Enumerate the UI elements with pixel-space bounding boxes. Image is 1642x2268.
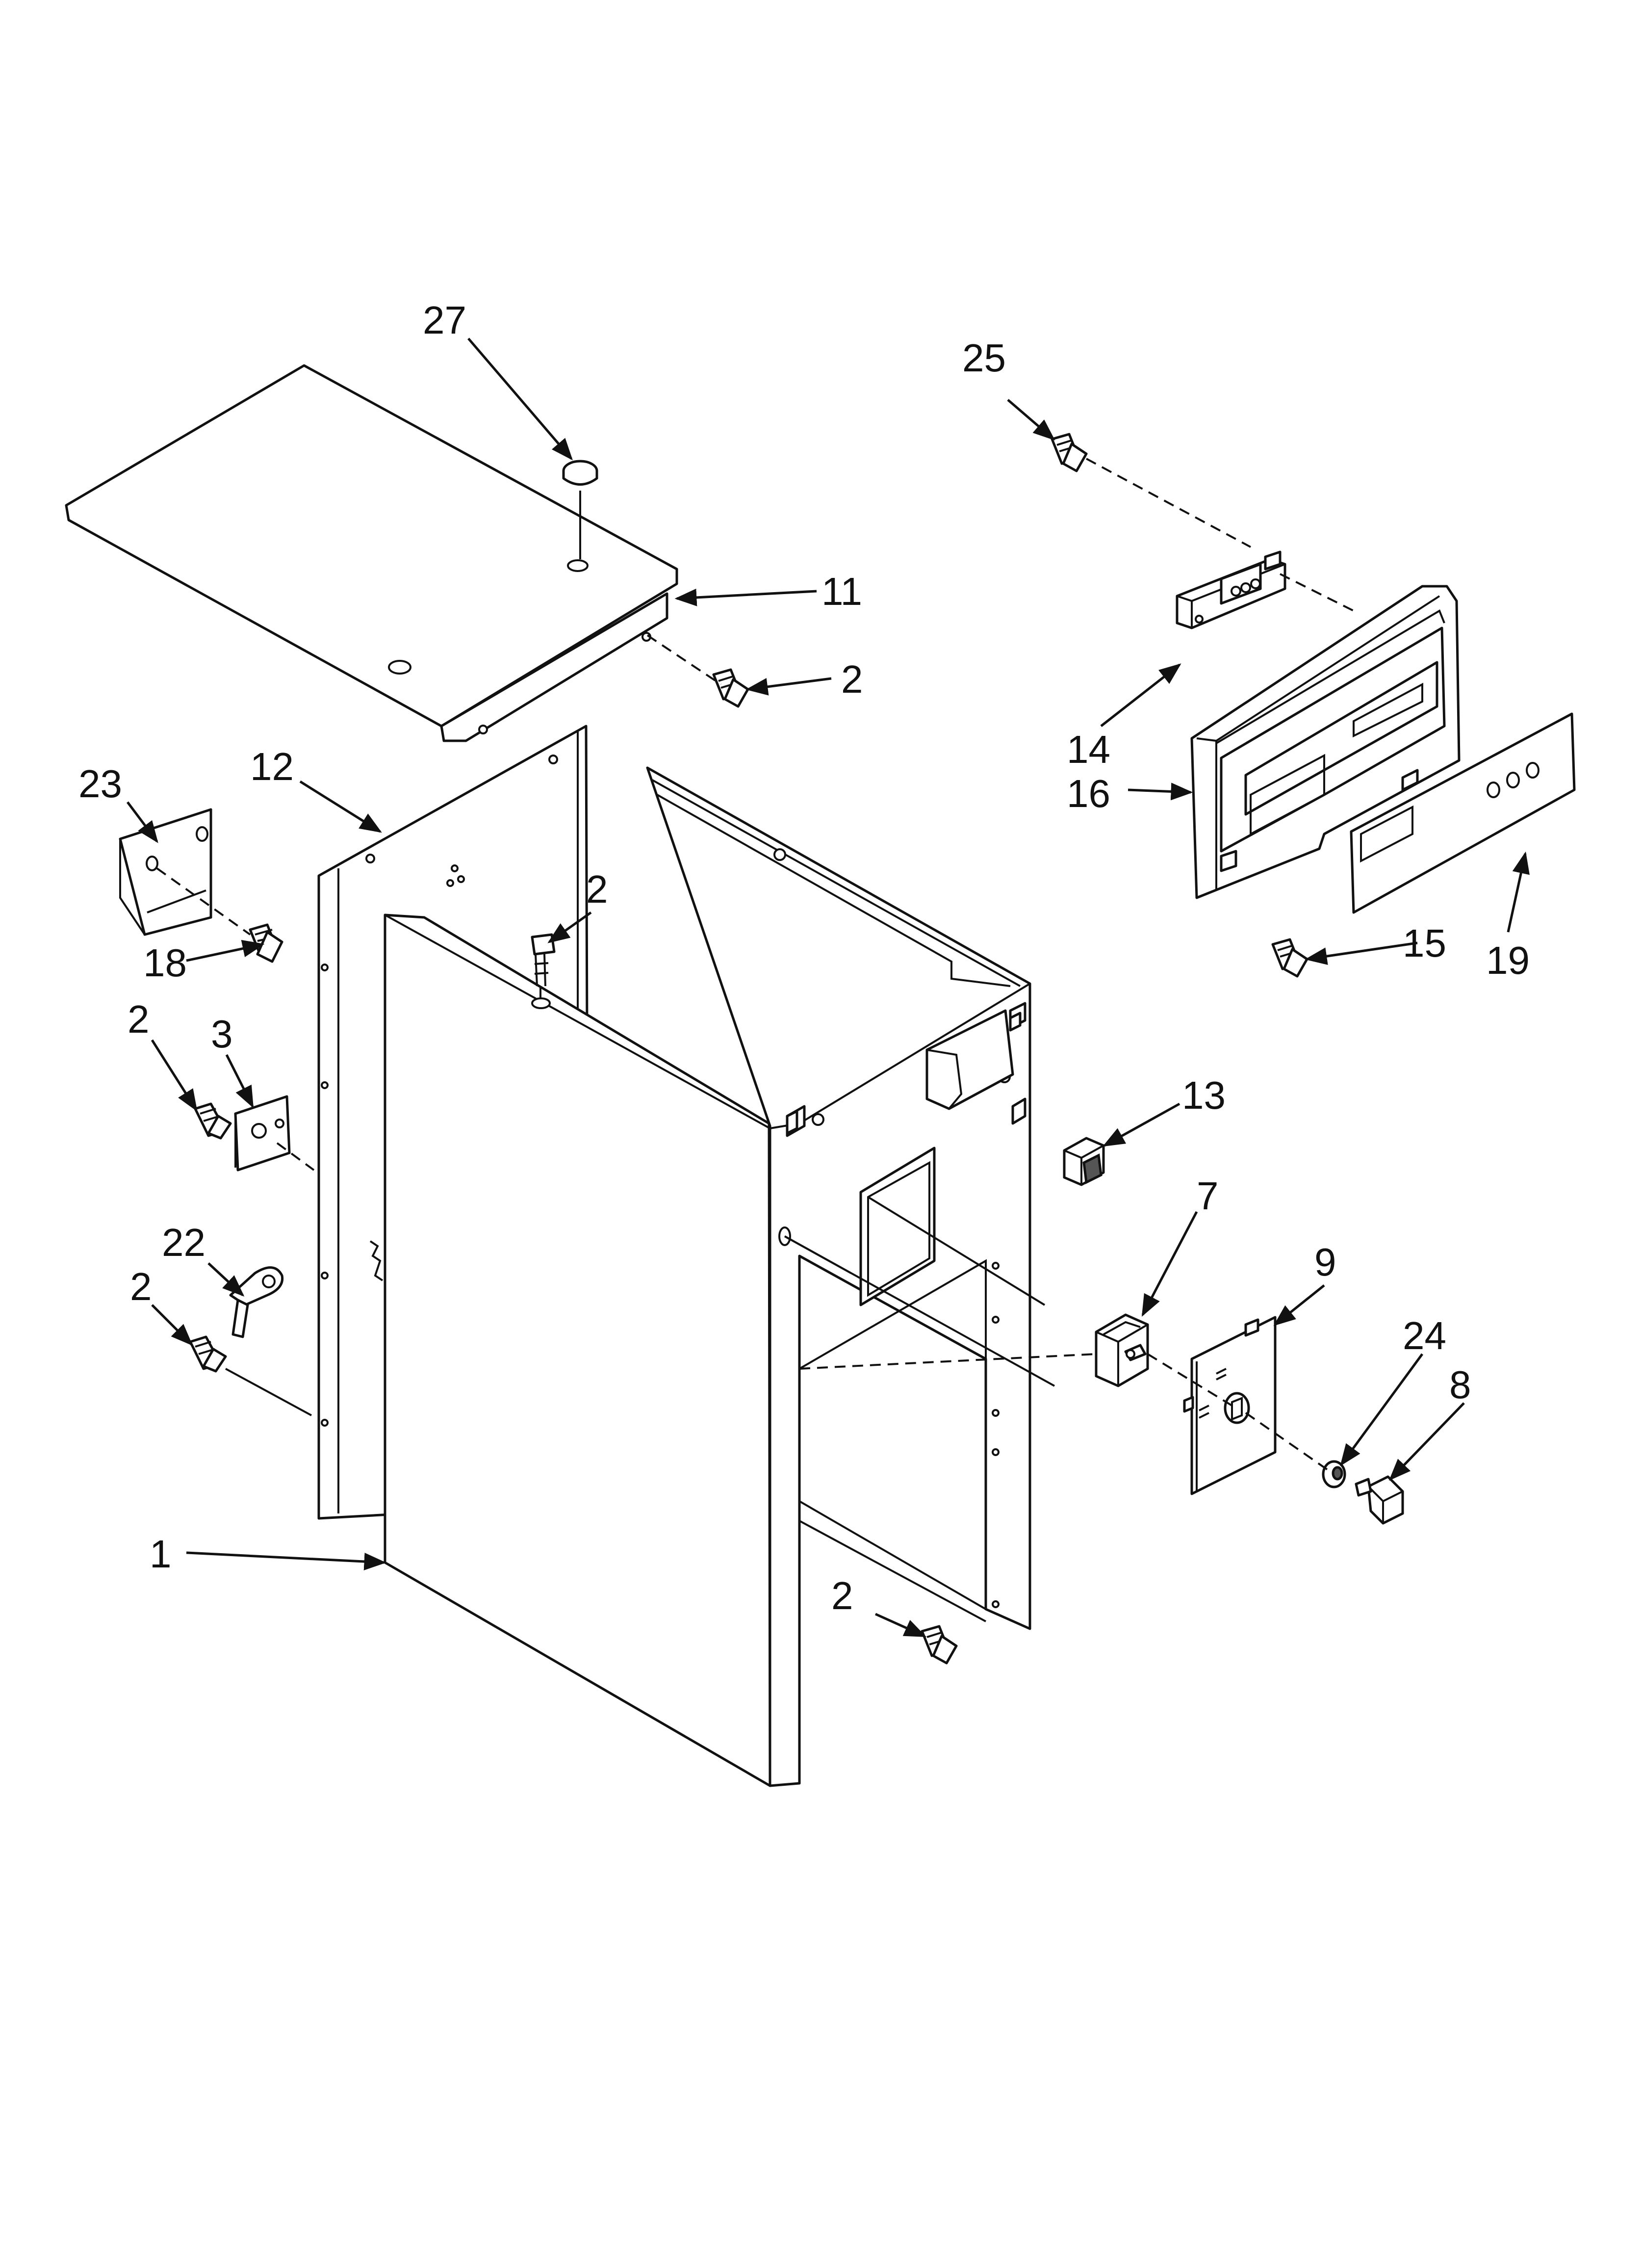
knob-8 (1355, 1475, 1404, 1525)
callout-7: 7 (1197, 1174, 1219, 1218)
switch-plate-9 (1183, 1316, 1277, 1495)
screw-18 (249, 923, 283, 963)
callout-23: 23 (78, 762, 122, 806)
callout-2-d: 2 (130, 1265, 152, 1308)
leader-lines (127, 338, 1530, 1638)
callout-1: 1 (150, 1532, 172, 1576)
screw-2b (194, 1102, 232, 1140)
callout-2-e: 2 (831, 1574, 853, 1617)
callout-9: 9 (1314, 1240, 1336, 1284)
callout-13: 13 (1182, 1073, 1226, 1117)
callout-2-c: 2 (586, 867, 608, 911)
callout-2-a: 2 (841, 657, 863, 701)
overlay-19 (1350, 712, 1576, 914)
clip-22 (229, 1266, 284, 1338)
callout-14: 14 (1067, 728, 1110, 771)
plate-3 (234, 1095, 291, 1172)
switch-block-7 (1095, 1313, 1149, 1387)
callout-8: 8 (1449, 1363, 1471, 1407)
rocker-switch-13 (1063, 1137, 1105, 1186)
callout-27: 27 (423, 298, 466, 342)
callout-15: 15 (1403, 921, 1446, 965)
switch-module-14 (1176, 550, 1286, 629)
bracket-23 (119, 808, 212, 936)
callout-16: 16 (1067, 772, 1110, 815)
callout-25: 25 (962, 336, 1006, 380)
callout-labels: 27 25 11 2 14 16 19 12 23 18 2 2 3 15 13… (78, 298, 1530, 1617)
lid-plug (562, 460, 598, 559)
callout-19: 19 (1486, 938, 1530, 982)
callout-22: 22 (162, 1221, 205, 1264)
callout-2-b: 2 (128, 997, 150, 1041)
screw-2e (921, 1625, 958, 1665)
callout-18: 18 (143, 941, 187, 985)
screw-25 (1051, 433, 1088, 472)
callout-3: 3 (211, 1012, 233, 1056)
console-frame-16 (1190, 585, 1461, 899)
callout-24: 24 (1403, 1314, 1446, 1357)
top-lid (65, 364, 678, 742)
callout-12: 12 (250, 745, 294, 788)
screw-2a (712, 668, 749, 708)
cabinet-body (384, 766, 1055, 1787)
screw-2d (189, 1335, 227, 1373)
screw-15 (1271, 938, 1308, 978)
callout-11: 11 (821, 570, 862, 613)
